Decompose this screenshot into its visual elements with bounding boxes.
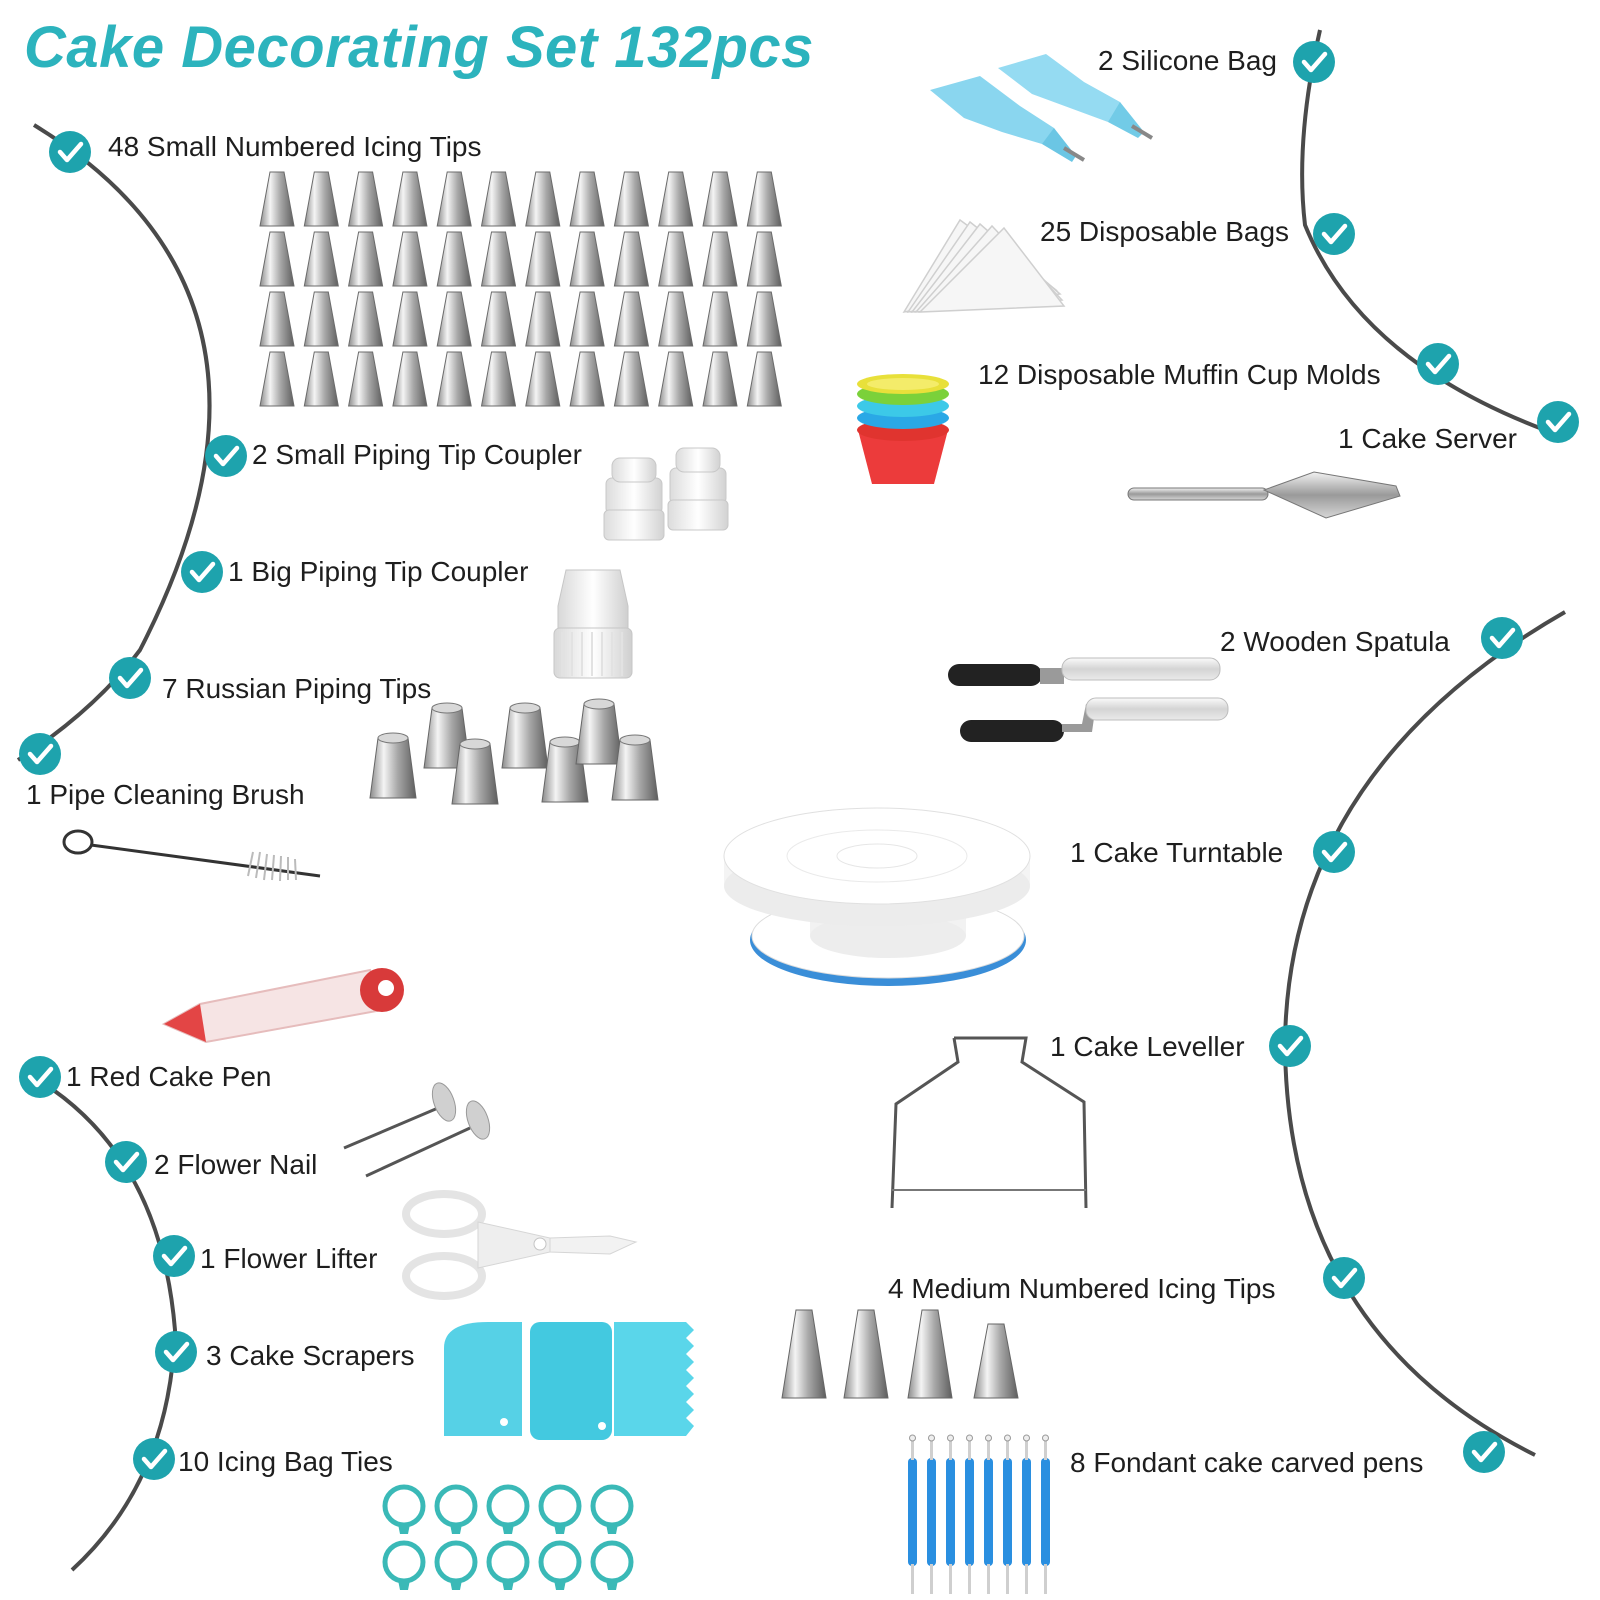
check-icon <box>1322 1256 1366 1300</box>
cake-server-image <box>1124 466 1404 526</box>
label-silicone-bag: 2 Silicone Bag <box>1098 45 1278 76</box>
icing-bag-ties-image <box>382 1484 642 1600</box>
check-icon <box>1480 616 1524 660</box>
flower-lifter-image <box>400 1186 640 1306</box>
connector-right-top <box>1300 29 1546 432</box>
small-coupler-image <box>600 447 740 548</box>
label-cake-server: 1 Cake Server <box>1338 423 1517 454</box>
check-icon <box>180 550 224 594</box>
check-icon <box>104 1140 148 1184</box>
silicone-bags-image <box>924 48 1164 178</box>
label-turntable: 1 Cake Turntable <box>1070 837 1284 868</box>
check-icon <box>108 656 152 700</box>
label-spatula: 2 Wooden Spatula <box>1220 626 1450 657</box>
page-title: Cake Decorating Set 132pcs <box>24 15 814 80</box>
check-icon <box>1462 1430 1506 1474</box>
fondant-pens-image <box>900 1432 1060 1600</box>
label-small-icing-tips: 48 Small Numbered Icing Tips <box>108 131 482 162</box>
cake-leveller-image <box>870 1032 1110 1212</box>
label-bag-ties: 10 Icing Bag Ties <box>178 1446 393 1477</box>
label-red-cake-pen: 1 Red Cake Pen <box>66 1061 272 1092</box>
check-icon <box>1312 830 1356 874</box>
cleaning-brush-image <box>58 824 328 884</box>
connector-left-top <box>16 123 212 762</box>
check-icon <box>1536 400 1580 444</box>
check-icon <box>152 1234 196 1278</box>
label-flower-lifter: 1 Flower Lifter <box>200 1243 378 1274</box>
flower-nail-image <box>340 1080 510 1180</box>
check-icon <box>1416 342 1460 386</box>
check-icon <box>18 1055 62 1099</box>
label-russian-tips: 7 Russian Piping Tips <box>162 673 432 704</box>
check-icon <box>1292 40 1336 84</box>
label-flower-nail: 2 Flower Nail <box>154 1149 318 1180</box>
red-cake-pen-image <box>160 958 410 1058</box>
cake-turntable-image <box>720 800 1040 1000</box>
russian-tips-image <box>369 698 680 822</box>
small-icing-tips-image <box>258 168 790 416</box>
check-icon <box>132 1437 176 1481</box>
label-disposable-bags: 25 Disposable Bags <box>1040 216 1290 247</box>
disposable-bags-image <box>900 216 1070 316</box>
label-medium-tips: 4 Medium Numbered Icing Tips <box>888 1273 1276 1304</box>
spatula-image <box>946 652 1236 752</box>
label-fondant-pens: 8 Fondant cake carved pens <box>1070 1447 1424 1478</box>
connector-right-bottom <box>1282 610 1566 1457</box>
big-coupler-image <box>548 566 638 686</box>
label-small-coupler: 2 Small Piping Tip Coupler <box>252 439 582 470</box>
check-icon <box>48 130 92 174</box>
check-icon <box>1268 1024 1312 1068</box>
cake-scrapers-image <box>438 1318 708 1448</box>
check-icon <box>18 732 62 776</box>
label-leveller: 1 Cake Leveller <box>1050 1031 1245 1062</box>
check-icon <box>154 1330 198 1374</box>
check-icon <box>1312 212 1356 256</box>
label-big-coupler: 1 Big Piping Tip Coupler <box>228 556 529 587</box>
label-muffin-cups: 12 Disposable Muffin Cup Molds <box>978 359 1381 390</box>
label-cleaning-brush: 1 Pipe Cleaning Brush <box>26 779 305 810</box>
medium-icing-tips-image <box>778 1308 1038 1408</box>
check-icon <box>204 434 248 478</box>
muffin-cups-image <box>848 372 958 492</box>
label-cake-scrapers: 3 Cake Scrapers <box>206 1340 415 1371</box>
connector-left-bottom <box>28 1073 178 1572</box>
